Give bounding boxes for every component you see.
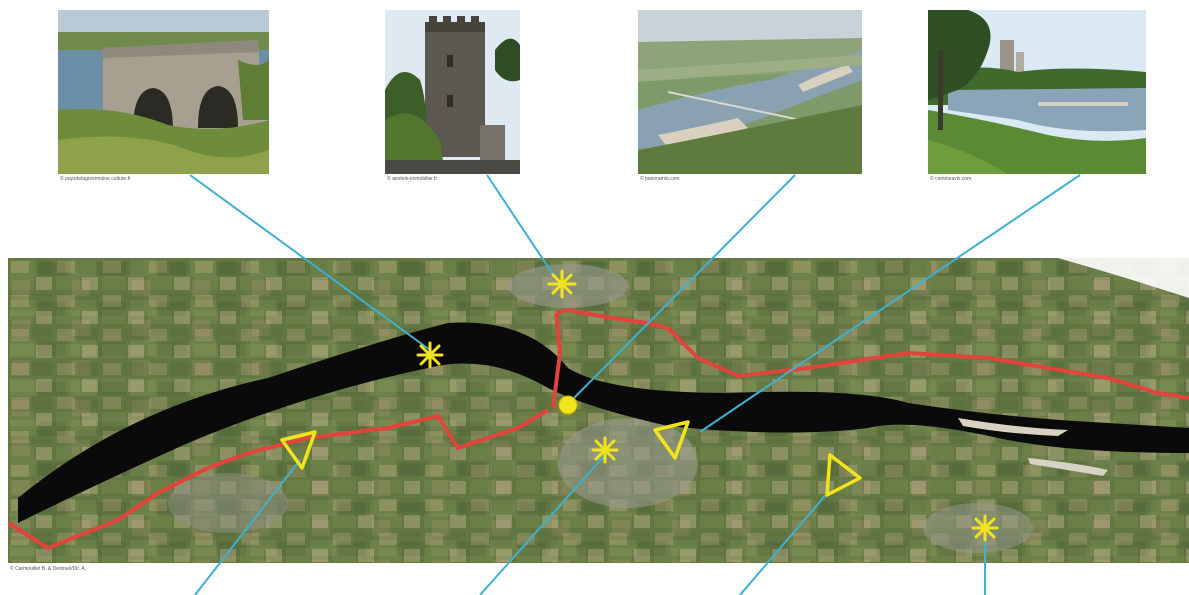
photo-aerial-river-valley: [638, 10, 862, 174]
connector-line-4: [699, 174, 1081, 433]
viewpoint-triangle-icon: [653, 420, 690, 460]
aerial-valley-map: [8, 258, 1189, 563]
photo-credit-4: © commeavis.com: [930, 176, 972, 182]
connector-line-1: [189, 174, 431, 351]
asterisk-marker-icon: [971, 514, 999, 542]
asterisk-marker-icon: [416, 341, 444, 369]
photo-ruined-gatehouse: [58, 10, 269, 174]
viewpoint-triangle-icon: [280, 430, 317, 470]
map-credit: © Carmouillet B. & Destruel/Dir. A.: [10, 566, 86, 572]
connector-line-6: [479, 454, 606, 595]
asterisk-marker-icon: [591, 436, 619, 464]
asterisk-marker-icon: [547, 269, 577, 299]
photo-credit-1: © paysdelagroirimoine.culture.fr: [60, 176, 131, 182]
connector-line-2: [486, 174, 561, 286]
photo-stone-keep: [385, 10, 520, 174]
connector-line-5: [194, 459, 301, 595]
viewpoint-triangle-icon: [825, 453, 862, 497]
connector-line-7: [739, 489, 831, 595]
photo-riverside-town: [928, 10, 1146, 174]
town-dot-icon: [558, 395, 578, 415]
photo-credit-2: © aeotele-immobilier.fr: [387, 176, 438, 182]
photo-credit-3: © panoramio.com: [640, 176, 680, 182]
connector-line-3: [571, 174, 796, 401]
